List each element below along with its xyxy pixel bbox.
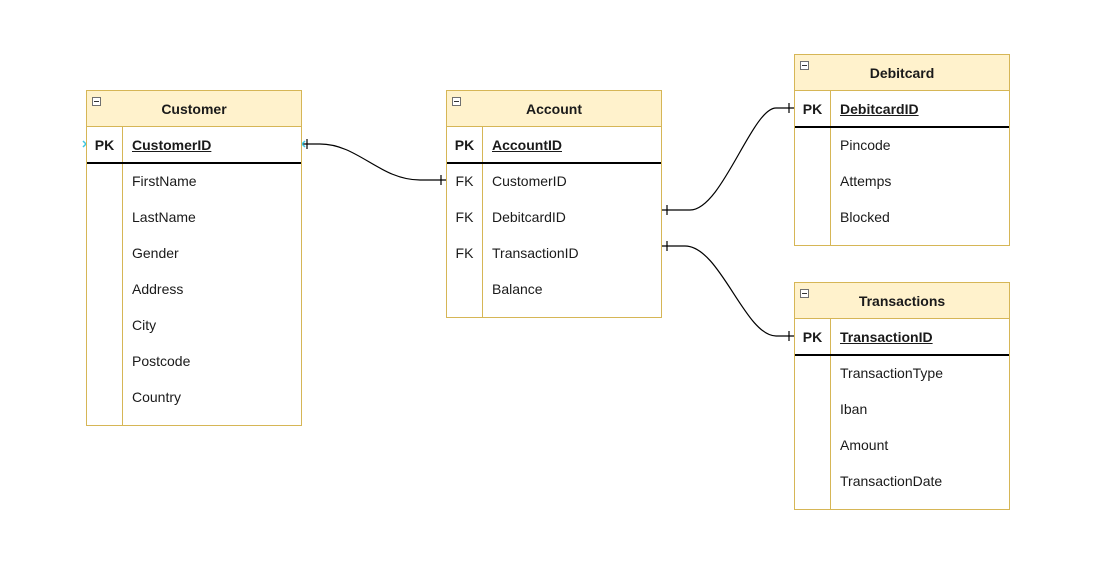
field-name: CustomerID	[492, 173, 567, 189]
key-label: FK	[455, 245, 474, 261]
table-customer[interactable]: Customer PK CustomerID FirstName LastNam…	[86, 90, 302, 426]
field-row[interactable]: Attemps	[795, 163, 1009, 199]
field-name: Blocked	[840, 209, 890, 225]
field-name: Iban	[840, 401, 868, 417]
table-header[interactable]: Customer	[87, 91, 301, 127]
pk-row[interactable]: PK DebitcardID	[795, 91, 1009, 127]
field-row[interactable]: Iban	[795, 391, 1009, 427]
table-debitcard[interactable]: Debitcard PK DebitcardID Pincode Attemps…	[794, 54, 1010, 246]
field-row[interactable]: FirstName	[87, 163, 301, 199]
key-column-divider	[830, 319, 831, 509]
table-title: Debitcard	[869, 64, 935, 81]
pk-divider	[87, 162, 301, 164]
minus-square-icon[interactable]	[800, 61, 809, 70]
field-row[interactable]: LastName	[87, 199, 301, 235]
field-name: Balance	[492, 281, 543, 297]
field-name: Country	[132, 389, 182, 405]
table-header[interactable]: Account	[447, 91, 661, 127]
key-label: PK	[802, 101, 823, 117]
edge-account-transactions[interactable]	[662, 245, 794, 337]
table-title: Transactions	[858, 292, 946, 309]
table-transactions[interactable]: Transactions PK TransactionID Transactio…	[794, 282, 1010, 510]
table-header[interactable]: Debitcard	[795, 55, 1009, 91]
field-name: Attemps	[840, 173, 892, 189]
edge-customer-account[interactable]	[302, 143, 446, 181]
field-name: Pincode	[840, 137, 891, 153]
field-name: LastName	[132, 209, 196, 225]
pk-row[interactable]: PK CustomerID	[87, 127, 301, 163]
field-row[interactable]: Address	[87, 271, 301, 307]
key-label: PK	[802, 329, 823, 345]
pk-divider	[795, 126, 1009, 128]
field-name: AccountID	[492, 137, 562, 153]
field-row[interactable]: FK DebitcardID	[447, 199, 661, 235]
key-label: FK	[455, 209, 474, 225]
field-row[interactable]: Amount	[795, 427, 1009, 463]
pk-divider	[795, 354, 1009, 356]
key-label: PK	[94, 137, 115, 153]
field-name: TransactionID	[492, 245, 579, 261]
pk-divider	[447, 162, 661, 164]
pk-row[interactable]: PK TransactionID	[795, 319, 1009, 355]
field-name: City	[132, 317, 157, 333]
key-label: PK	[454, 137, 475, 153]
field-name: Postcode	[132, 353, 191, 369]
field-name: DebitcardID	[492, 209, 566, 225]
minus-square-icon[interactable]	[92, 97, 101, 106]
field-row[interactable]: TransactionDate	[795, 463, 1009, 499]
field-row[interactable]: Country	[87, 379, 301, 415]
field-name: DebitcardID	[840, 101, 919, 117]
minus-square-icon[interactable]	[800, 289, 809, 298]
field-row[interactable]: Pincode	[795, 127, 1009, 163]
field-row[interactable]: FK CustomerID	[447, 163, 661, 199]
table-title: Customer	[161, 100, 227, 117]
pk-row[interactable]: PK AccountID	[447, 127, 661, 163]
field-name: Amount	[840, 437, 889, 453]
field-row[interactable]: Balance	[447, 271, 661, 307]
field-row[interactable]: Gender	[87, 235, 301, 271]
field-name: CustomerID	[132, 137, 212, 153]
field-row[interactable]: Postcode	[87, 343, 301, 379]
field-name: Address	[132, 281, 184, 297]
field-name: FirstName	[132, 173, 197, 189]
minus-square-icon[interactable]	[452, 97, 461, 106]
key-column-divider	[830, 91, 831, 245]
key-column-divider	[122, 127, 123, 425]
field-name: TransactionDate	[840, 473, 943, 489]
key-label: FK	[455, 173, 474, 189]
table-account[interactable]: Account PK AccountID FK CustomerID FK Debi…	[446, 90, 662, 318]
field-row[interactable]: Blocked	[795, 199, 1009, 235]
field-row[interactable]: TransactionType	[795, 355, 1009, 391]
table-header[interactable]: Transactions	[795, 283, 1009, 319]
field-name: TransactionID	[840, 329, 933, 345]
field-name: TransactionType	[840, 365, 943, 381]
field-row[interactable]: City	[87, 307, 301, 343]
table-title: Account	[526, 100, 582, 117]
field-row[interactable]: FK TransactionID	[447, 235, 661, 271]
field-name: Gender	[132, 245, 179, 261]
edge-account-debitcard[interactable]	[662, 107, 794, 211]
key-column-divider	[482, 127, 483, 317]
